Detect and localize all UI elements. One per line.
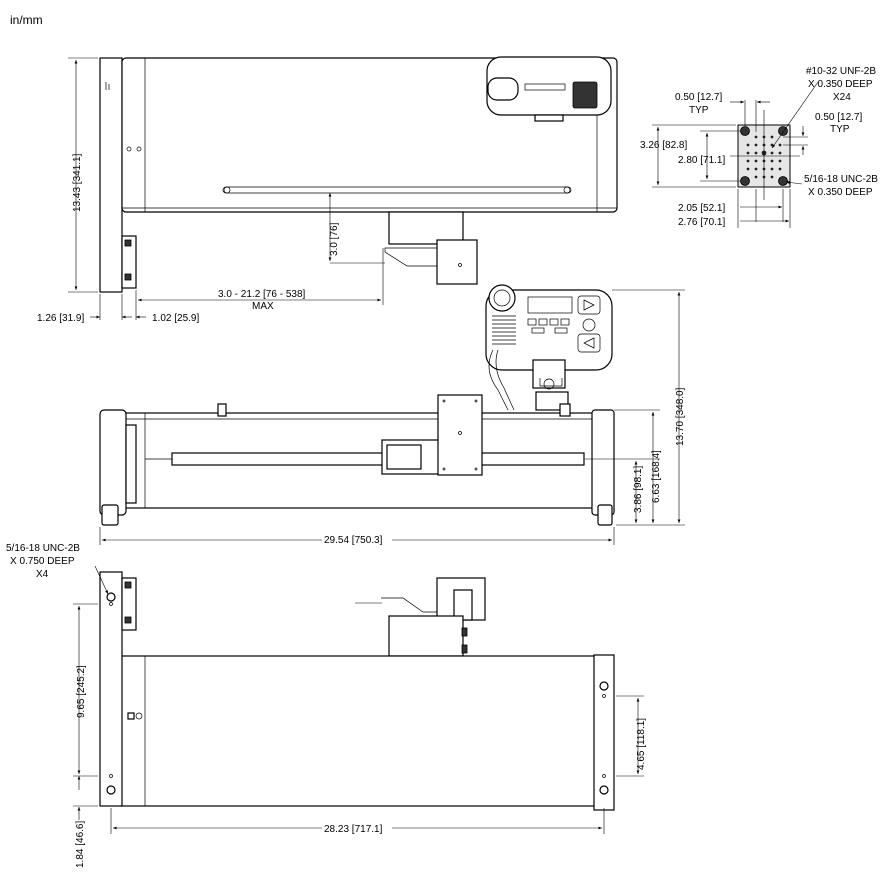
dim-6-63: 6.63 [168.4] — [651, 450, 662, 503]
plate-dim-2-05: 2.05 [52.1] — [678, 203, 725, 214]
base-thread-line2: X 0.750 DEEP — [10, 556, 75, 567]
top-view-controller — [486, 56, 612, 122]
dim-3-0: 3.0 [76] — [329, 222, 340, 256]
front-view — [99, 284, 615, 526]
dim-overall-height-top: 13.43 [341.1] — [72, 153, 83, 212]
plate-thread-516-line1: 5/16-18 UNC-2B — [804, 174, 878, 185]
bottom-view — [99, 571, 615, 811]
top-view-dimensions: 13.43 [341.1] 1.26 [31.9] 1.02 [25.9] 3.… — [37, 57, 384, 324]
dim-9-65: 9.65 [245.2] — [76, 665, 87, 718]
dim-29-54: 29.54 [750.3] — [324, 535, 383, 546]
base-thread-line3: X4 — [36, 569, 49, 580]
front-view-dimensions: 13.70 [348.0] 6.63 [168.4] 3.86 [98.1] 2… — [99, 289, 686, 546]
plate-thread-1032-line2: X 0.350 DEEP — [808, 79, 873, 90]
dim-28-23: 28.23 [717.1] — [324, 824, 383, 835]
top-view — [99, 56, 618, 293]
plate-dim-050-b-typ: TYP — [830, 124, 850, 135]
dim-front-overall-height: 13.70 [348.0] — [675, 387, 686, 446]
dim-3-86: 3.86 [98.1] — [633, 466, 644, 513]
bottom-view-dimensions: 9.65 [245.2] 1.84 [46.6] 4.65 [118.1] 28… — [6, 543, 647, 868]
front-view-controller — [485, 284, 613, 411]
plate-thread-1032-line3: X24 — [833, 92, 851, 103]
plate-dim-050-a: 0.50 [12.7] — [675, 92, 722, 103]
dim-1-84: 1.84 [46.6] — [75, 821, 86, 868]
top-view-end-plate — [99, 57, 123, 293]
plate-thread-516-line2: X 0.350 DEEP — [808, 187, 873, 198]
dim-1-26: 1.26 [31.9] — [37, 313, 84, 324]
plate-thread-1032-line1: #10-32 UNF-2B — [806, 66, 876, 77]
units-label: in/mm — [10, 13, 43, 27]
base-thread-line1: 5/16-18 UNC-2B — [6, 543, 80, 554]
top-view-slot — [222, 186, 572, 194]
dim-1-02: 1.02 [25.9] — [152, 313, 199, 324]
plate-dim-050-b: 0.50 [12.7] — [815, 112, 862, 123]
plate-dim-050-a-typ: TYP — [689, 105, 709, 116]
dim-stroke-range: 3.0 - 21.2 [76 - 538] — [218, 289, 306, 300]
bottom-view-rail — [119, 655, 601, 807]
plate-dim-3-26: 3.26 [82.8] — [640, 140, 687, 151]
dim-4-65: 4.65 [118.1] — [636, 718, 647, 770]
plate-dim-2-76: 2.76 [70.1] — [678, 217, 725, 228]
plate-dim-2-80: 2.80 [71.1] — [678, 155, 725, 166]
mounting-plate-detail: 3.26 [82.8] 2.80 [71.1] 0.50 [12.7] TYP … — [640, 66, 878, 228]
dim-stroke-max: MAX — [252, 301, 274, 312]
